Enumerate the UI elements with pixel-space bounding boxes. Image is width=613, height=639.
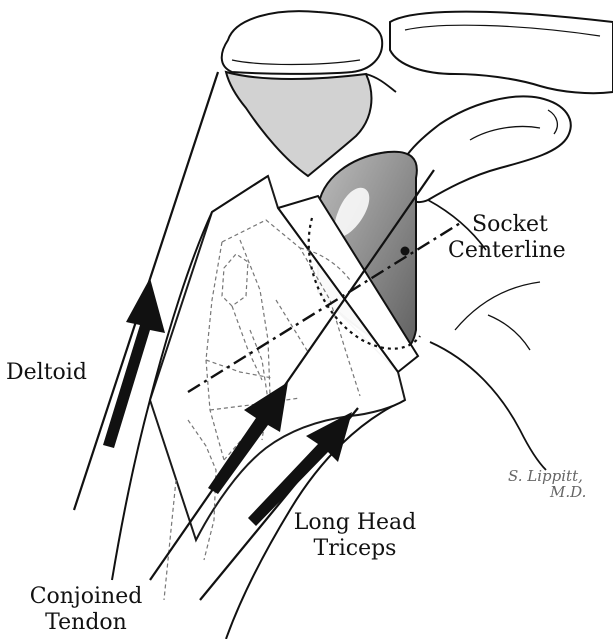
conjoined-tendon-label: Conjoined Tendon [16,584,156,636]
socket-centerline-label: Socket Centerline [448,212,588,264]
conjoined-line2: Tendon [16,610,156,636]
clavicle [390,12,613,94]
acromion [222,11,382,74]
conjoined-line1: Conjoined [16,584,156,610]
long-head-line1: Long Head [290,510,420,536]
deltoid-arrow [103,278,165,448]
long-head-triceps-label: Long Head Triceps [290,510,420,562]
scapula-shaded [226,72,371,176]
socket-center-point [401,247,410,256]
socket-label-line2: Centerline [448,238,588,264]
long-head-line2: Triceps [290,536,420,562]
socket-label-line1: Socket [448,212,588,238]
illustrator-signature: S. Lippitt, M.D. [508,468,608,500]
deltoid-label: Deltoid [6,360,87,386]
signature-line2: M.D. [508,484,608,500]
signature-line1: S. Lippitt, [508,468,608,484]
